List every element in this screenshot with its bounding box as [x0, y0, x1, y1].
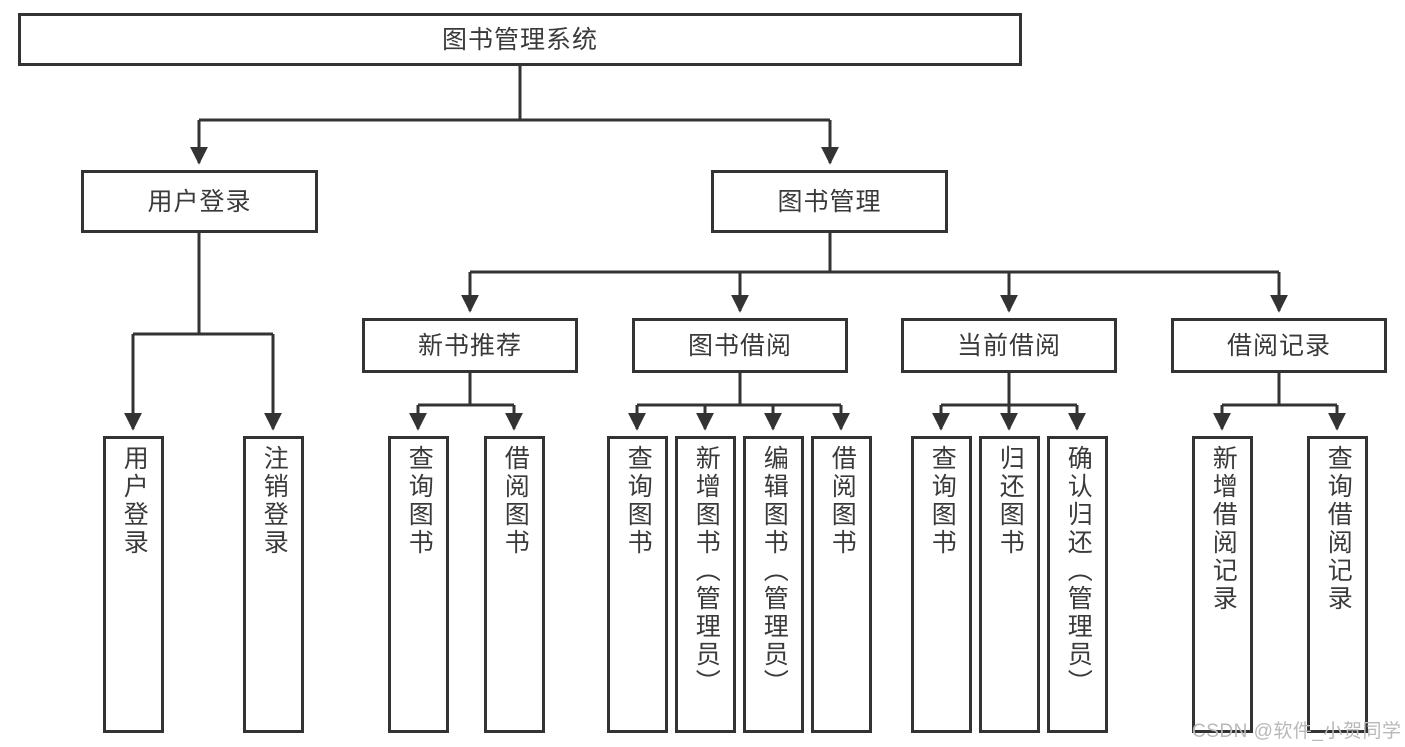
leaf-borrow-book-1[interactable]: 借阅图书 [484, 436, 545, 733]
node-book-borrow-label: 图书借阅 [687, 331, 792, 360]
leaf-query-book-3-label: 查询图书 [928, 445, 957, 557]
leaf-add-book[interactable]: 新增图书（管理员） [675, 436, 736, 733]
leaf-query-record[interactable]: 查询借阅记录 [1307, 436, 1368, 733]
watermark: CSDN @软件_小贺同学 [1192, 721, 1402, 742]
node-current-borrow-label: 当前借阅 [956, 331, 1061, 360]
node-borrow-record-label: 借阅记录 [1226, 331, 1331, 360]
node-user-login-label: 用户登录 [147, 187, 252, 216]
leaf-return-book-label: 归还图书 [996, 445, 1025, 557]
leaf-logout-label: 注销登录 [260, 445, 289, 557]
leaf-user-login-label: 用户登录 [120, 445, 149, 557]
leaf-add-record-label: 新增借阅记录 [1209, 445, 1238, 613]
leaf-query-book-2-label: 查询图书 [624, 445, 653, 557]
node-root[interactable]: 图书管理系统 [18, 13, 1022, 66]
leaf-borrow-book-2-label: 借阅图书 [828, 445, 857, 557]
node-book-manage-label: 图书管理 [777, 187, 882, 216]
node-root-label: 图书管理系统 [441, 25, 598, 54]
leaf-query-book-1[interactable]: 查询图书 [388, 436, 449, 733]
leaf-edit-book-label: 编辑图书（管理员） [760, 445, 789, 697]
leaf-add-record[interactable]: 新增借阅记录 [1192, 436, 1253, 733]
leaf-query-record-label: 查询借阅记录 [1324, 445, 1353, 613]
leaf-user-login[interactable]: 用户登录 [103, 436, 164, 733]
node-book-manage[interactable]: 图书管理 [711, 170, 948, 233]
leaf-logout[interactable]: 注销登录 [243, 436, 304, 733]
node-new-book-rec-label: 新书推荐 [417, 331, 522, 360]
leaf-query-book-3[interactable]: 查询图书 [911, 436, 972, 733]
node-current-borrow[interactable]: 当前借阅 [901, 318, 1117, 373]
leaf-query-book-2[interactable]: 查询图书 [607, 436, 668, 733]
leaf-add-book-label: 新增图书（管理员） [692, 445, 721, 697]
node-user-login[interactable]: 用户登录 [81, 170, 318, 233]
leaf-confirm-return-label: 确认归还（管理员） [1064, 445, 1093, 697]
node-borrow-record[interactable]: 借阅记录 [1171, 318, 1387, 373]
leaf-return-book[interactable]: 归还图书 [979, 436, 1040, 733]
leaf-confirm-return[interactable]: 确认归还（管理员） [1047, 436, 1108, 733]
leaf-query-book-1-label: 查询图书 [405, 445, 434, 557]
node-new-book-rec[interactable]: 新书推荐 [362, 318, 578, 373]
leaf-borrow-book-1-label: 借阅图书 [501, 445, 530, 557]
leaf-borrow-book-2[interactable]: 借阅图书 [811, 436, 872, 733]
node-book-borrow[interactable]: 图书借阅 [632, 318, 848, 373]
leaf-edit-book[interactable]: 编辑图书（管理员） [743, 436, 804, 733]
